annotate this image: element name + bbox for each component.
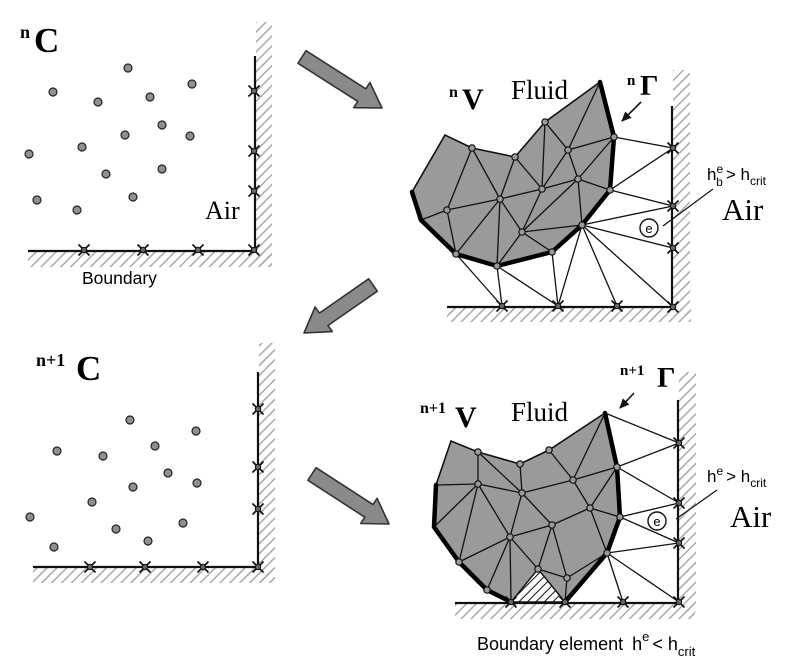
wall-hatching	[259, 343, 275, 582]
arrow-cloud-to-mesh-n1	[307, 466, 390, 525]
panel-title: V	[462, 83, 484, 116]
panel-title-superscript: n+1	[36, 350, 65, 370]
air-label: Air	[205, 196, 240, 225]
element-size-condition: he> hcrit	[707, 464, 767, 490]
air-label: Air	[730, 499, 772, 534]
fluid-label: Fluid	[511, 75, 569, 105]
air-element-edges	[604, 412, 680, 603]
gamma-superscript: n+1	[620, 363, 644, 379]
fluid-domain	[412, 82, 614, 266]
wall-hatching	[256, 22, 272, 266]
floor-hatching	[33, 568, 275, 583]
floor-hatching	[28, 252, 272, 267]
floor-hatching	[447, 308, 691, 322]
mesh-edges	[433, 412, 621, 603]
panel-title: C	[76, 349, 101, 388]
panel-title-superscript: n+1	[420, 400, 446, 417]
boundary-node-markers	[83, 402, 265, 574]
condition-leader-line	[662, 188, 714, 227]
fluid-label: Fluid	[511, 397, 569, 427]
element-e-circle	[639, 218, 659, 238]
panel-title: C	[34, 21, 59, 60]
particle-cloud-panel-n: n C Air Boundary	[20, 21, 272, 288]
gamma-label: Γ	[657, 362, 675, 394]
arrow-cloud-to-mesh-n	[297, 49, 383, 109]
panel-title: V	[455, 401, 477, 434]
arrow-mesh-to-cloud-n1	[303, 277, 379, 334]
wall-hatching	[673, 70, 690, 316]
mesh-edges	[420, 81, 615, 267]
floor-hatching	[455, 604, 695, 619]
element-e-label: e	[653, 514, 660, 529]
panel-title-superscript: n	[20, 22, 30, 42]
gamma-pointer-arrow	[619, 392, 635, 409]
particle-dots	[24, 63, 197, 215]
particle-cloud-panel-n1: n+1 C	[25, 343, 275, 583]
mesh-panel-n1: e n+1 V Fluid n+1 Γ he> hcrit Air Bounda…	[420, 362, 772, 659]
fluid-outline-thin	[435, 412, 606, 486]
critical-boundary-element	[509, 567, 567, 603]
air-label: Air	[722, 192, 764, 227]
gamma-pointer-arrow	[621, 101, 642, 122]
particle-dots	[25, 415, 202, 552]
process-arrows	[297, 49, 390, 525]
fluid-domain	[434, 413, 620, 602]
element-e-label: e	[645, 221, 652, 236]
wall-hatching	[679, 372, 696, 612]
element-e-circle	[647, 511, 667, 531]
gamma-label: Γ	[640, 70, 658, 102]
condition-leader-line	[675, 489, 718, 520]
air-element-edges	[455, 136, 674, 308]
gamma-superscript: n	[627, 73, 636, 89]
panel-title-superscript: n	[449, 84, 458, 101]
boundary-label: Boundary	[82, 268, 157, 288]
